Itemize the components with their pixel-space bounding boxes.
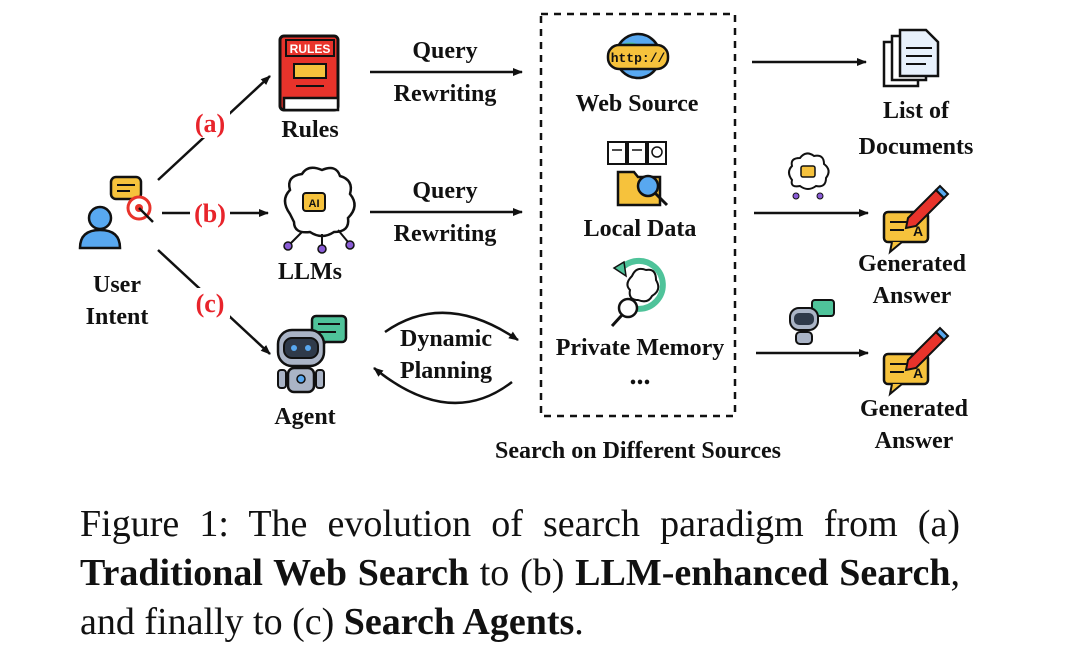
rules-book-icon: RULES: [278, 34, 340, 112]
caption-term-agents: Search Agents: [343, 601, 575, 643]
generated-answer-1-line2: Answer: [873, 283, 952, 309]
svg-text:A: A: [913, 365, 923, 381]
user-intent-label-2: Intent: [86, 304, 149, 330]
caption-term-traditional: Traditional Web Search: [80, 552, 469, 594]
user-intent-label-1: User: [93, 272, 141, 298]
agent-label: Agent: [274, 404, 335, 430]
query-rewriting-b-line1: Query: [412, 178, 477, 204]
path-a-marker: (a): [195, 109, 225, 138]
robot-agent-icon: [276, 314, 348, 394]
arrow-planning-forward: [384, 311, 519, 342]
generated-answer-icon-2: A: [882, 326, 950, 397]
small-ai-brain-icon: [788, 152, 830, 200]
dynamic-planning-line2: Planning: [400, 358, 492, 384]
path-b-marker: (b): [194, 199, 226, 228]
sources-more: ...: [630, 360, 651, 391]
local-data-label: Local Data: [584, 216, 697, 242]
private-memory-label: Private Memory: [556, 335, 725, 361]
caption-term-llm-enhanced: LLM-enhanced Search: [575, 552, 951, 594]
generated-answer-2-line2: Answer: [875, 428, 954, 454]
caption-prefix: Figure 1: The evolution of search paradi…: [80, 503, 960, 545]
rules-label: Rules: [281, 117, 338, 143]
web-source-icon: http://: [606, 32, 670, 80]
documents-label-2: Documents: [859, 134, 974, 160]
web-source-label: Web Source: [576, 91, 699, 117]
llms-label: LLMs: [278, 259, 342, 285]
rules-book-text: RULES: [290, 42, 331, 56]
query-rewriting-a-line1: Query: [412, 38, 477, 64]
dynamic-planning-line1: Dynamic: [400, 326, 492, 352]
caption-suffix: .: [574, 601, 584, 643]
documents-icon: [882, 28, 940, 88]
svg-text:A: A: [913, 223, 923, 239]
figure-caption: Figure 1: The evolution of search paradi…: [80, 500, 960, 647]
private-memory-icon: [610, 257, 666, 328]
sources-caption: Search on Different Sources: [495, 438, 781, 464]
path-c-marker: (c): [196, 289, 225, 318]
generated-answer-2-line1: Generated: [860, 396, 969, 422]
query-rewriting-a-line2: Rewriting: [394, 81, 497, 107]
small-robot-icon: [789, 299, 835, 345]
caption-mid-2: , and finally to (c): [80, 552, 960, 643]
documents-label-1: List of: [883, 98, 950, 124]
user-intent-icon: [78, 175, 154, 250]
query-rewriting-b-line2: Rewriting: [394, 221, 497, 247]
sources-box: [539, 12, 737, 418]
arrow-planning-back: [373, 367, 513, 405]
web-source-icon-text: http://: [611, 51, 666, 66]
generated-answer-1-line1: Generated: [858, 251, 967, 277]
generated-answer-icon-1: A: [882, 184, 950, 255]
ai-chip-text: AI: [309, 198, 320, 210]
ai-brain-icon: AI: [283, 166, 356, 254]
caption-mid-1: to (b): [468, 552, 576, 594]
local-data-icon: [607, 141, 669, 207]
